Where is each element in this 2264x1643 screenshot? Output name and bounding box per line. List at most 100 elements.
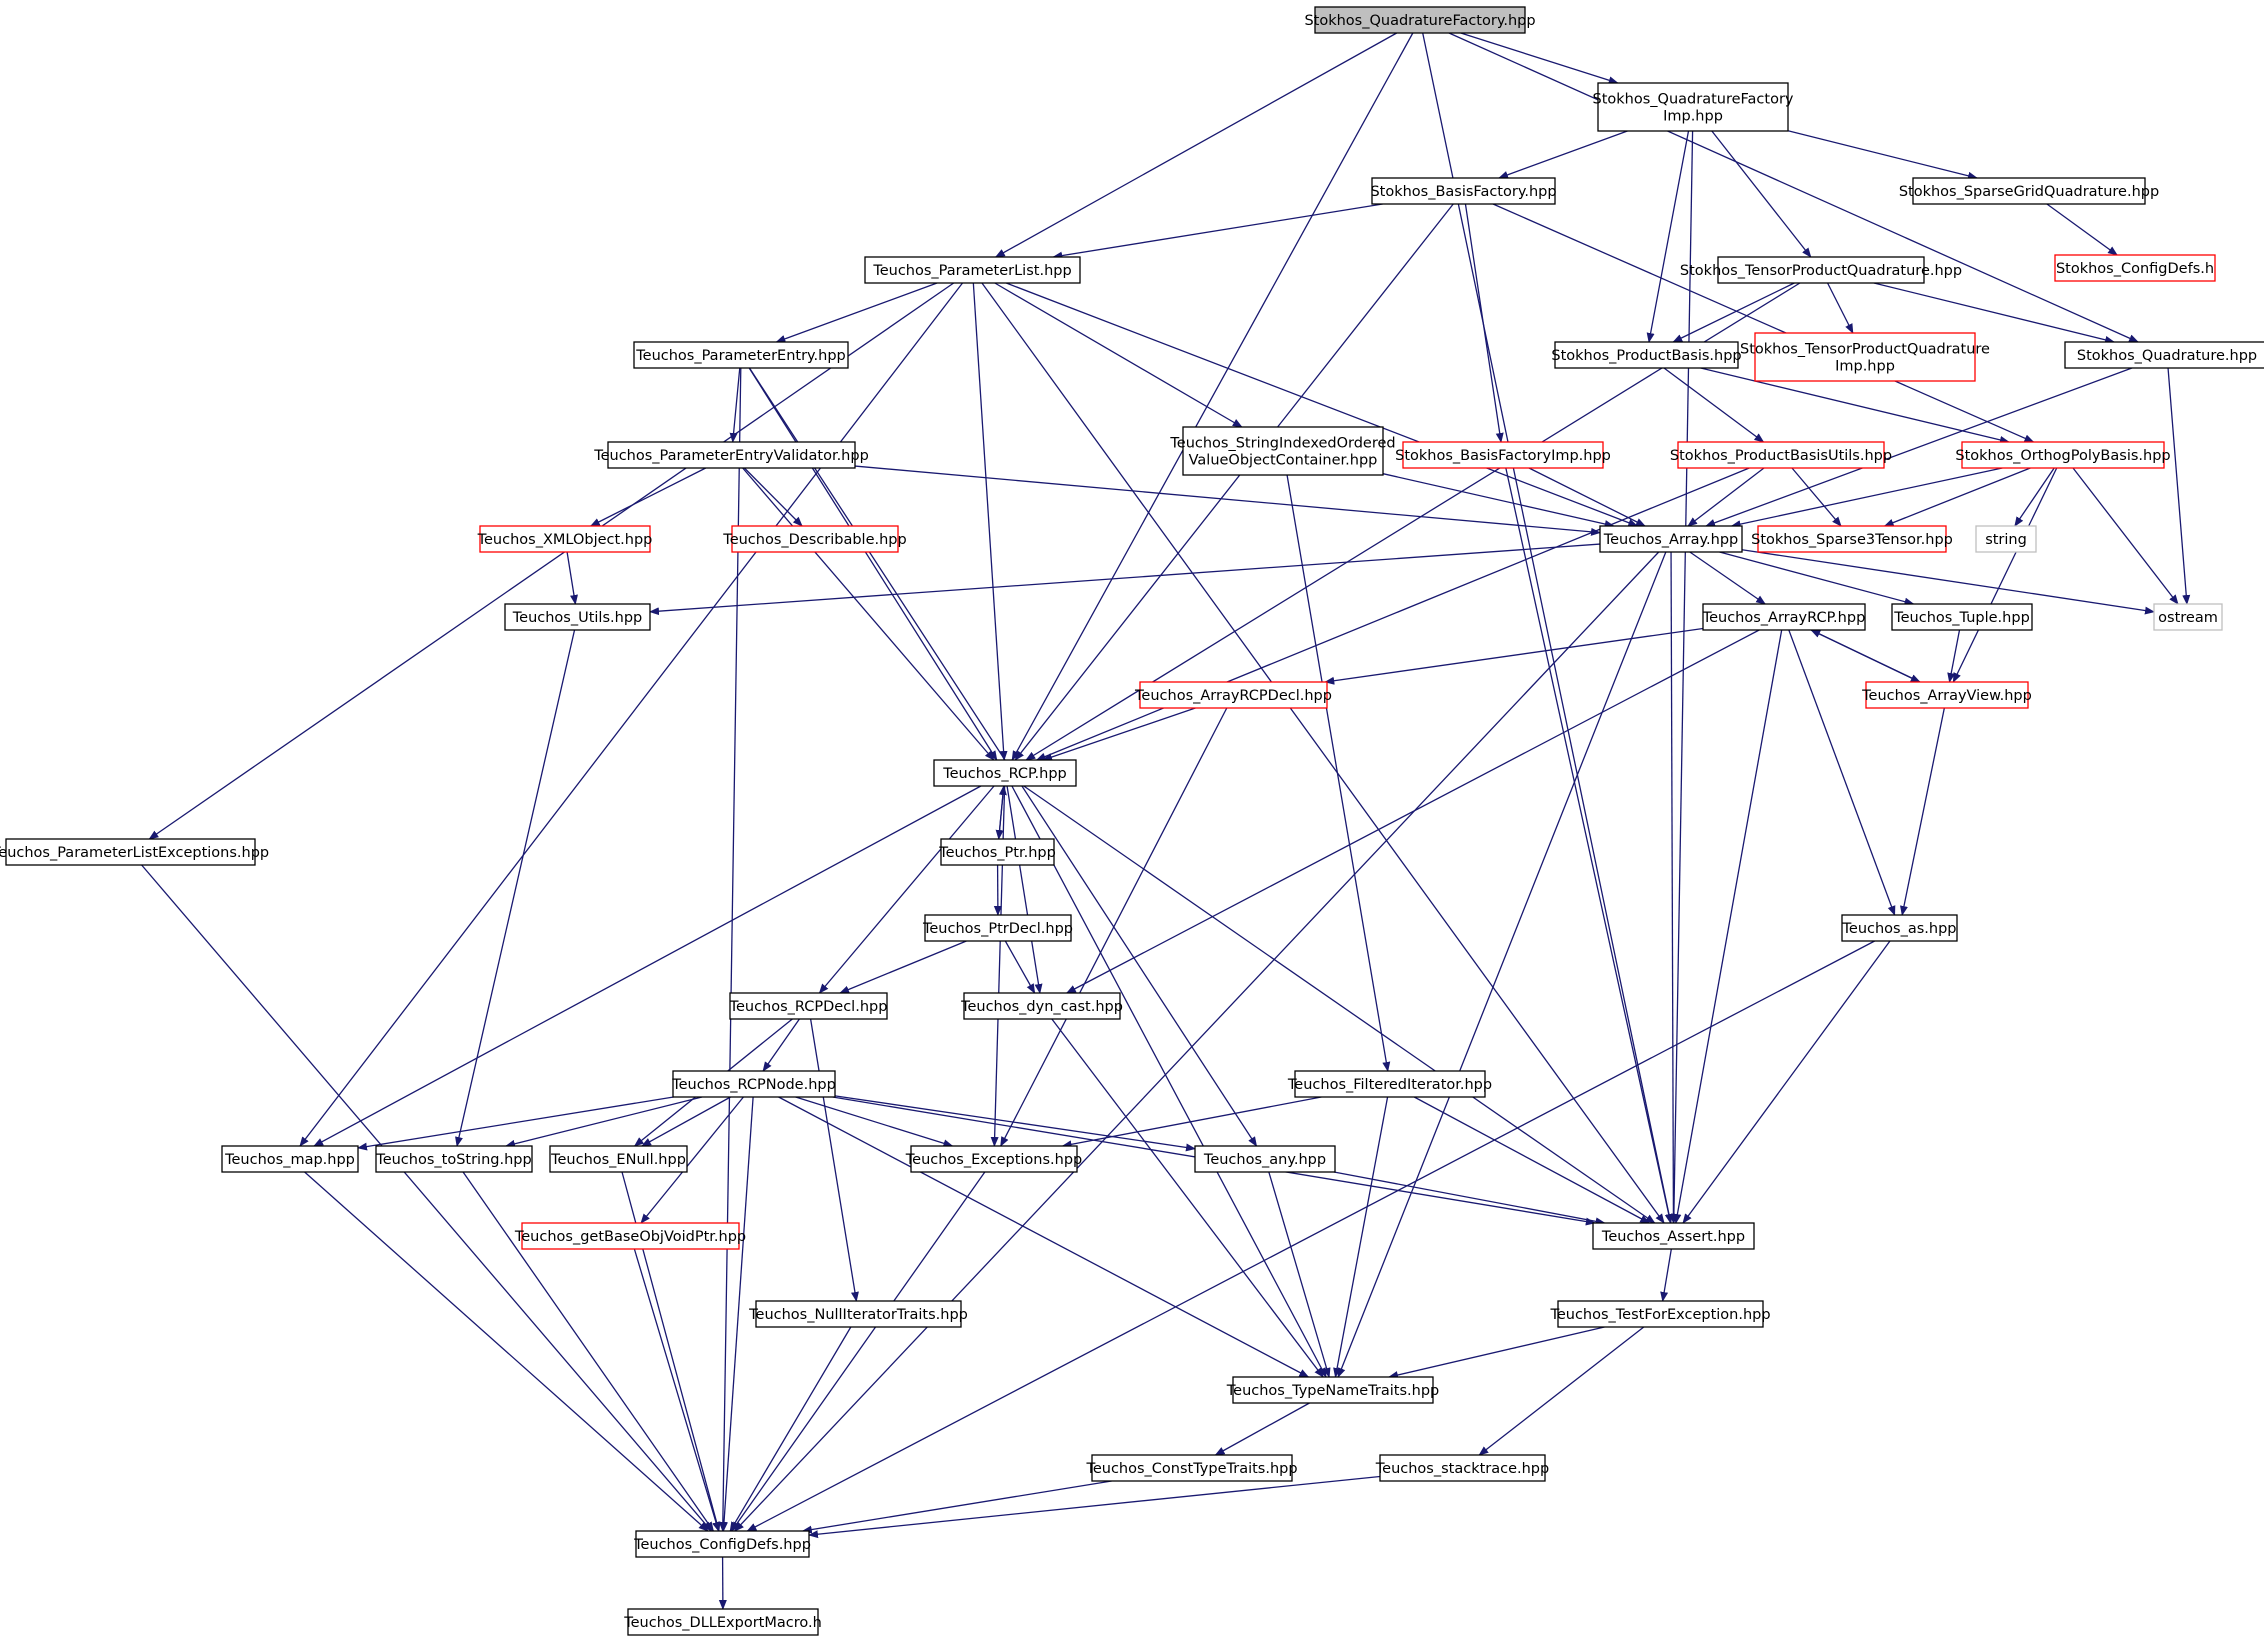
node-label: Stokhos_TensorProductQuadrature.hpp xyxy=(1680,263,1962,279)
node-n8[interactable]: Stokhos_ProductBasis.hpp xyxy=(1551,341,1742,369)
node-n20[interactable]: string xyxy=(1975,525,2037,553)
node-label: Stokhos_BasisFactoryImp.hpp xyxy=(1395,448,1611,464)
node-n23[interactable]: Teuchos_Tuple.hpp xyxy=(1891,603,2033,631)
node-n48[interactable]: Teuchos_ConfigDefs.hpp xyxy=(633,1530,811,1558)
node-n6[interactable]: Stokhos_TensorProductQuadrature.hpp xyxy=(1680,256,1962,284)
dependency-edge-n25-n39 xyxy=(1000,707,1228,1147)
dependency-edge-n35-n45 xyxy=(1333,1096,1389,1378)
node-box xyxy=(375,1145,533,1173)
dependency-edge-n14-n18 xyxy=(1687,467,1765,527)
node-n35[interactable]: Teuchos_FilteredIterator.hpp xyxy=(1287,1070,1492,1098)
node-n49[interactable]: Teuchos_DLLExportMacro.h xyxy=(623,1608,822,1636)
node-n18[interactable]: Teuchos_Array.hpp xyxy=(1599,525,1743,553)
dependency-edge-n30-n41 xyxy=(1682,940,1891,1224)
node-n45[interactable]: Teuchos_TypeNameTraits.hpp xyxy=(1226,1376,1439,1404)
node-n44[interactable]: Teuchos_TestForException.hpp xyxy=(1549,1300,1771,1328)
dependency-edge-n8-n14 xyxy=(1663,367,1765,443)
node-box xyxy=(2064,341,2264,369)
node-n37[interactable]: Teuchos_toString.hpp xyxy=(375,1145,533,1173)
node-layer: Stokhos_QuadratureFactory.hppStokhos_Qua… xyxy=(0,6,2264,1636)
dependency-edge-n0-n10 xyxy=(1448,32,2139,343)
node-n2[interactable]: Stokhos_BasisFactory.hpp xyxy=(1370,177,1557,205)
dependency-edge-n15-n20 xyxy=(2014,467,2055,527)
node-n13[interactable]: Stokhos_BasisFactoryImp.hpp xyxy=(1395,441,1611,469)
dependency-edge-n11-n17 xyxy=(743,467,803,527)
node-n36[interactable]: Teuchos_map.hpp xyxy=(221,1145,359,1173)
node-label: Teuchos_ParameterListExceptions.hpp xyxy=(0,845,269,861)
node-n24[interactable]: ostream xyxy=(2153,603,2223,631)
node-n47[interactable]: Teuchos_stacktrace.hpp xyxy=(1375,1454,1549,1482)
dependency-edge-n27-n45 xyxy=(1011,785,1327,1378)
dependency-edge-n13-n18 xyxy=(1528,467,1646,527)
node-box xyxy=(1754,332,1976,382)
node-n5[interactable]: Teuchos_ParameterList.hpp xyxy=(864,256,1081,284)
node-n26[interactable]: Teuchos_ArrayView.hpp xyxy=(1861,681,2032,709)
node-box xyxy=(1865,681,2029,709)
dependency-edge-n18-n22 xyxy=(1689,551,1766,605)
node-n34[interactable]: Teuchos_RCPNode.hpp xyxy=(671,1070,836,1098)
dependency-edge-n40-n45 xyxy=(1268,1171,1331,1378)
node-n39[interactable]: Teuchos_Exceptions.hpp xyxy=(905,1145,1082,1173)
node-n42[interactable]: Teuchos_getBaseObjVoidPtr.hpp xyxy=(514,1222,746,1250)
node-n29[interactable]: Teuchos_Ptr.hpp xyxy=(938,838,1056,866)
node-n25[interactable]: Teuchos_ArrayRCPDecl.hpp xyxy=(1134,681,1332,709)
dependency-edge-n42-n48 xyxy=(633,1248,720,1532)
node-label: Stokhos_BasisFactory.hpp xyxy=(1370,184,1556,200)
node-n32[interactable]: Teuchos_RCPDecl.hpp xyxy=(729,992,888,1020)
node-n16[interactable]: Teuchos_XMLObject.hpp xyxy=(477,525,653,553)
dependency-edge-n6-n9 xyxy=(1826,282,1854,334)
dependency-edge-n10-n18 xyxy=(1705,367,2133,527)
node-n4[interactable]: Stokhos_ConfigDefs.h xyxy=(2054,254,2216,282)
node-label: Teuchos_toString.hpp xyxy=(375,1152,531,1168)
node-n38[interactable]: Teuchos_ENull.hpp xyxy=(549,1145,688,1173)
node-n43[interactable]: Teuchos_NullIteratorTraits.hpp xyxy=(748,1300,968,1328)
node-label: Stokhos_Quadrature.hpp xyxy=(2077,348,2257,364)
node-n28[interactable]: Teuchos_ParameterListExceptions.hpp xyxy=(0,838,269,866)
node-n15[interactable]: Stokhos_OrthogPolyBasis.hpp xyxy=(1955,441,2171,469)
dependency-edge-n36-n48 xyxy=(304,1171,709,1532)
dependency-edge-n7-n48 xyxy=(718,367,742,1532)
node-n19[interactable]: Stokhos_Sparse3Tensor.hpp xyxy=(1751,525,1953,553)
dependency-edge-n15-n26 xyxy=(1952,467,2058,683)
node-box xyxy=(1554,341,1739,369)
dependency-edge-n27-n33 xyxy=(1006,785,1043,994)
node-n31[interactable]: Teuchos_PtrDecl.hpp xyxy=(922,914,1073,942)
dependency-edge-n6-n10 xyxy=(1873,282,2116,344)
edge-layer xyxy=(141,32,2191,1610)
dependency-edge-n1-n8 xyxy=(1646,130,1690,343)
node-n0[interactable]: Stokhos_QuadratureFactory.hpp xyxy=(1304,6,1536,34)
node-n27[interactable]: Teuchos_RCP.hpp xyxy=(933,759,1077,787)
node-n30[interactable]: Teuchos_as.hpp xyxy=(1841,914,1958,942)
node-n14[interactable]: Stokhos_ProductBasisUtils.hpp xyxy=(1670,441,1892,469)
node-label: Teuchos_DLLExportMacro.h xyxy=(623,1615,822,1631)
node-n3[interactable]: Stokhos_SparseGridQuadrature.hpp xyxy=(1899,177,2159,205)
dependency-edge-n13-n41 xyxy=(1505,467,1673,1224)
node-box xyxy=(5,838,256,866)
dependency-edge-n5-n36 xyxy=(299,282,964,1147)
node-box xyxy=(864,256,1081,284)
dependency-edge-n32-n43 xyxy=(809,1018,859,1302)
node-n10[interactable]: Stokhos_Quadrature.hpp xyxy=(2064,341,2264,369)
node-n40[interactable]: Teuchos_any.hpp xyxy=(1194,1145,1336,1173)
node-box xyxy=(1912,177,2146,205)
node-n21[interactable]: Teuchos_Utils.hpp xyxy=(504,603,651,631)
dependency-edge-n18-n45 xyxy=(1337,551,1667,1378)
dependency-edge-n35-n41 xyxy=(1413,1096,1651,1224)
node-n41[interactable]: Teuchos_Assert.hpp xyxy=(1592,1222,1755,1250)
node-label: Stokhos_QuadratureFactory xyxy=(1593,92,1794,108)
node-n46[interactable]: Teuchos_ConstTypeTraits.hpp xyxy=(1085,1454,1298,1482)
node-label: ostream xyxy=(2158,610,2218,626)
node-n12[interactable]: Teuchos_StringIndexedOrderedValueObjectC… xyxy=(1169,426,1396,476)
node-n11[interactable]: Teuchos_ParameterEntryValidator.hpp xyxy=(593,441,869,469)
node-n17[interactable]: Teuchos_Describable.hpp xyxy=(722,525,907,553)
dependency-edge-n21-n37 xyxy=(455,629,576,1147)
dependency-edge-n14-n27 xyxy=(1035,467,1750,761)
node-n33[interactable]: Teuchos_dyn_cast.hpp xyxy=(960,992,1123,1020)
node-n22[interactable]: Teuchos_ArrayRCP.hpp xyxy=(1702,603,1866,631)
node-label: Teuchos_ArrayRCP.hpp xyxy=(1702,610,1866,626)
dependency-edge-n5-n27 xyxy=(972,282,1008,761)
node-n7[interactable]: Teuchos_ParameterEntry.hpp xyxy=(633,341,849,369)
dependency-edge-n11-n18 xyxy=(854,465,1601,536)
